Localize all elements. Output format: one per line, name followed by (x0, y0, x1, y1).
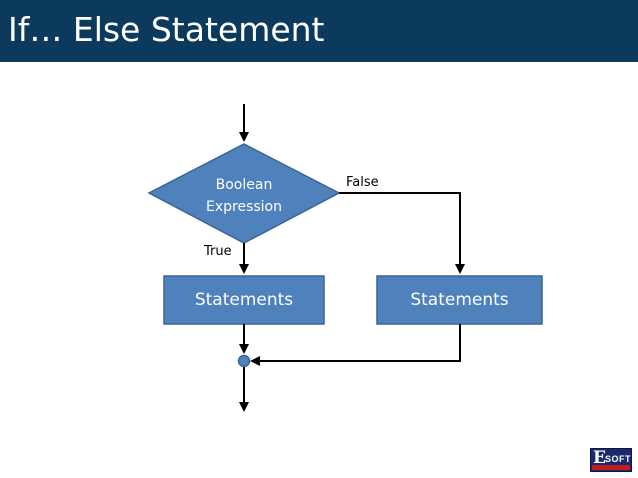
logo-letter: E (593, 448, 606, 468)
true-statements-box (163, 275, 325, 325)
esoft-logo: E SOFT (590, 448, 632, 472)
decision-label-line1: Boolean (215, 177, 273, 193)
logo-strip (592, 465, 630, 470)
true-branch-label: True (204, 244, 232, 259)
slide-title: If… Else Statement (8, 10, 325, 49)
title-bar: If… Else Statement (0, 0, 638, 62)
decision-label-line2: Expression (206, 199, 282, 215)
false-statements-label: Statements (410, 290, 509, 310)
false-to-join-arrow (250, 324, 461, 366)
join-node (237, 354, 251, 368)
logo-text: SOFT (605, 454, 631, 464)
true-statements-label: Statements (194, 290, 294, 310)
false-branch-label: False (346, 175, 379, 190)
decision-label: Boolean Expression (180, 174, 308, 218)
false-arrow (339, 192, 465, 274)
flowchart (147, 104, 543, 412)
